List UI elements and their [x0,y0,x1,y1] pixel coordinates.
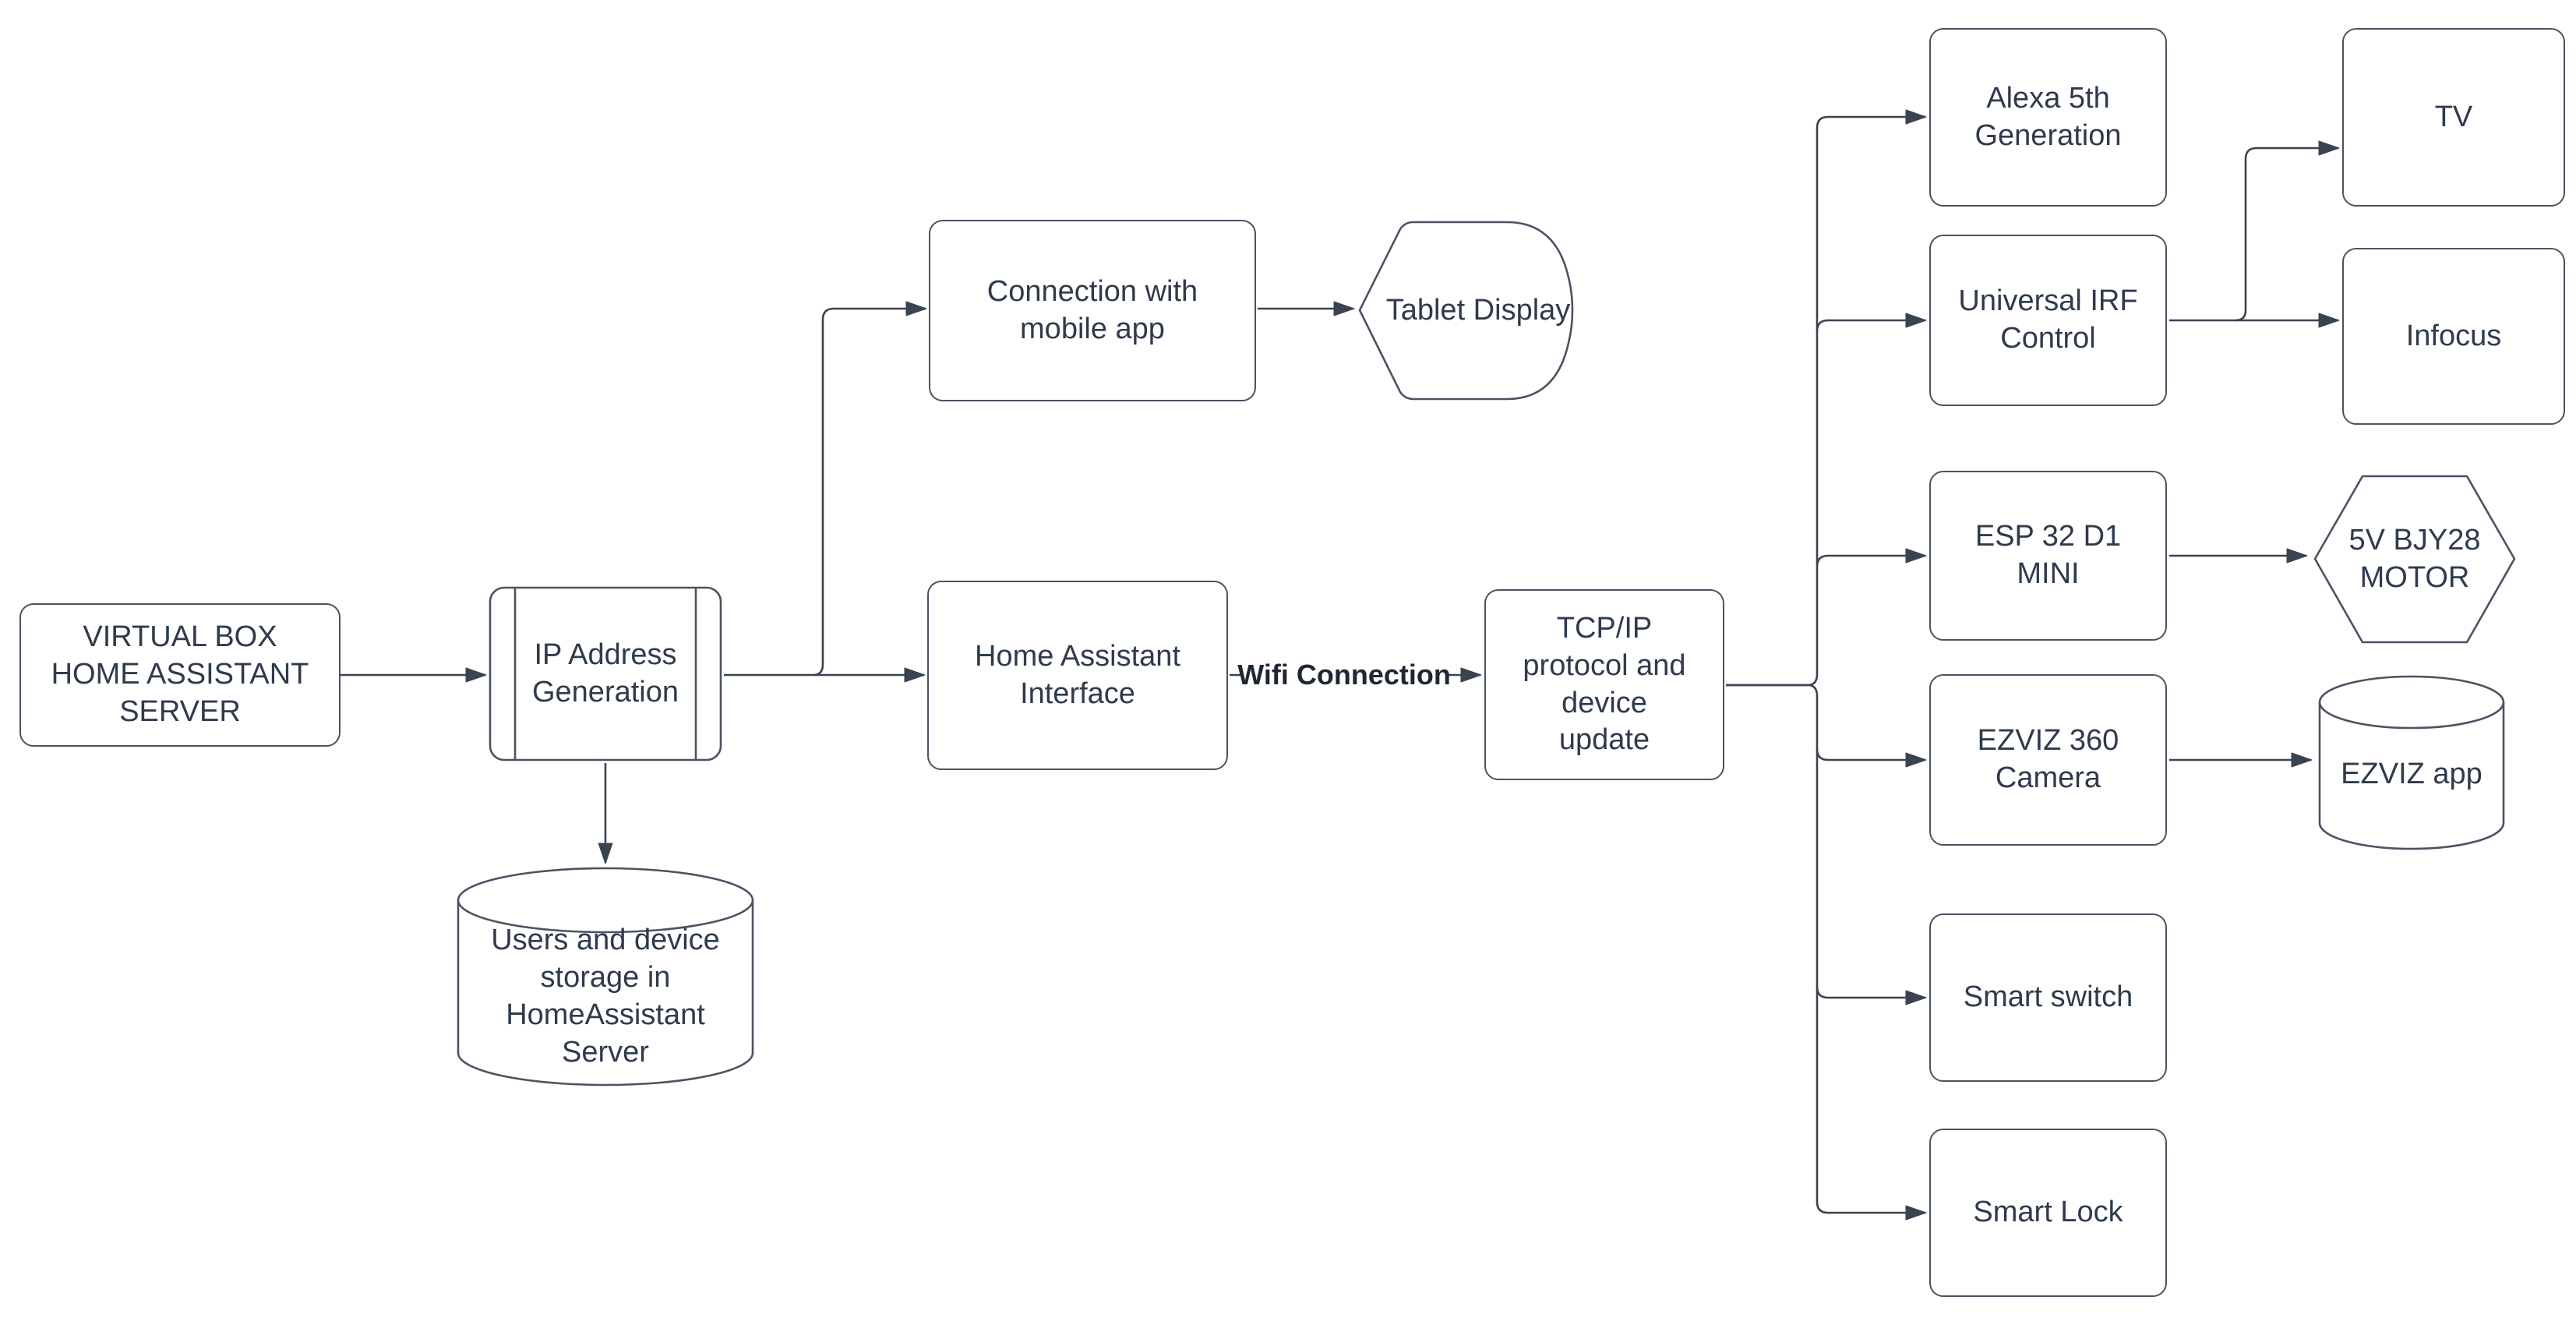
node-tcpip-protocol-device-update: TCP/IP protocol and device update [1484,589,1724,780]
node-label: VIRTUAL BOX HOME ASSISTANT SERVER [51,620,309,728]
cylinder-shape [457,867,754,1086]
node-ezviz-app: EZVIZ app [2317,674,2506,851]
hexagon-shape [2313,475,2516,644]
node-5v-bjy28-motor: 5V BJY28 MOTOR [2313,474,2517,645]
edge-ipgen-to-mobileconnection [813,301,927,677]
node-ezviz-360-camera: EZVIZ 360 Camera [1929,674,2167,846]
node-label: IP Address Generation [531,638,679,708]
edge-label-wifi-connection: Wifi Connection [1237,655,1451,695]
node-ip-address-generation: IP Address Generation [489,586,722,761]
edge-universalirf-to-tv [2235,140,2340,322]
node-label: Connection with mobile app [986,274,1198,345]
node-universal-irf-control: Universal IRF Control [1929,235,2167,406]
node-label: Users and device storage in HomeAssistan… [491,924,720,1069]
edge-tcpip-to-alexa [1726,109,1927,687]
node-label: ESP 32 D1 MINI [1974,520,2122,590]
node-label: Tablet Display [1385,293,1571,327]
node-home-assistant-interface: Home Assistant Interface [927,581,1228,770]
edge-tcpip-to-ezvizcamera [1816,748,1927,768]
node-label: TCP/IP protocol and device update [1523,611,1686,757]
node-label: 5V BJY28 MOTOR [2348,523,2481,594]
cylinder-shape [2318,675,2505,850]
node-label: Smart Lock [1973,1196,2123,1229]
node-label: Smart switch [1963,980,2133,1014]
display-shape [1358,221,1574,401]
node-alexa-5th-generation: Alexa 5th Generation [1929,28,2167,207]
node-connection-with-mobile-app: Connection with mobile app [929,220,1256,401]
edge-tcpip-to-smartlock [1726,684,1927,1221]
node-label: Universal IRF Control [1958,284,2138,355]
node-users-device-storage: Users and device storage in HomeAssistan… [456,866,755,1087]
node-label: Infocus [2405,319,2502,352]
node-label: Home Assistant Interface [975,639,1180,710]
edge-tcpip-to-esp32 [1816,548,1927,567]
node-infocus: Infocus [2342,248,2565,425]
edge-tcpip-to-universalirf [1816,313,1927,332]
node-label: TV [2434,100,2473,133]
node-esp-32-d1-mini: ESP 32 D1 MINI [1929,471,2167,641]
node-label: EZVIZ app [2341,757,2482,790]
node-tablet-display: Tablet Display [1357,220,1576,401]
node-smart-switch: Smart switch [1929,913,2167,1082]
predefined-process-shape [489,586,722,761]
node-tv: TV [2342,28,2565,207]
node-virtual-box-home-assistant-server: VIRTUAL BOX HOME ASSISTANT SERVER [19,603,341,747]
node-label: Alexa 5th Generation [1974,81,2122,152]
node-label: EZVIZ 360 Camera [1977,724,2119,794]
edge-tcpip-to-smartswitch [1816,986,1927,1005]
node-smart-lock: Smart Lock [1929,1129,2167,1297]
